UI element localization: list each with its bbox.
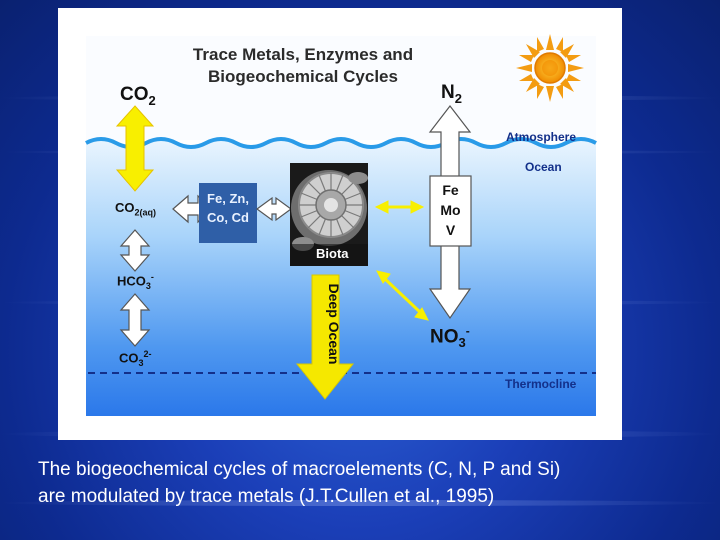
no3-label: NO3-: [430, 324, 470, 351]
deep-ocean-arrow: [295, 274, 355, 400]
thermocline-label: Thermocline: [505, 377, 577, 391]
biota-label: Biota: [316, 246, 349, 261]
co2aq-label: CO2(aq): [115, 200, 157, 218]
n2-label: N2: [441, 82, 462, 106]
caption-line-2: are modulated by trace metals (J.T.Culle…: [38, 486, 495, 507]
trace-metals-label: Fe, Zn, Co, Cd: [207, 191, 249, 225]
atmosphere-label: Atmosphere: [506, 130, 577, 144]
hco3-label: HCO3-: [117, 272, 154, 291]
title-line-2: Biogeochemical Cycles: [208, 67, 398, 86]
diagram-title: Trace Metals, Enzymes and Biogeochemical…: [168, 44, 438, 88]
diagram-frame: Trace Metals, Enzymes and Biogeochemical…: [58, 8, 622, 440]
sea-surface-wave: [85, 137, 597, 149]
slide-caption: The biogeochemical cycles of macroelemen…: [38, 456, 708, 510]
ocean-label: Ocean: [525, 160, 562, 174]
biota-no3-arrow: [376, 270, 429, 321]
co2-label: CO2: [120, 84, 156, 108]
deep-ocean-label: Deep Ocean: [326, 283, 342, 365]
biota-coccolithophore-image: [290, 163, 368, 266]
co2aq-hco3-arrow: [119, 229, 151, 272]
biogeochemical-cycles-diagram: [85, 34, 597, 416]
nitrogen-metals-box: [429, 175, 472, 247]
biota-nitrogen-arrow: [374, 200, 425, 214]
co2-exchange-arrow: [115, 105, 155, 192]
sun-icon: [516, 34, 584, 102]
hco3-co3-arrow: [119, 293, 151, 347]
caption-line-1: The biogeochemical cycles of macroelemen…: [38, 459, 561, 480]
title-line-1: Trace Metals, Enzymes and: [192, 45, 414, 64]
nitrogen-metals-label: Fe Mo V: [440, 182, 461, 238]
co3-label: CO32-: [119, 349, 152, 368]
trace-metals-box: [199, 183, 257, 243]
